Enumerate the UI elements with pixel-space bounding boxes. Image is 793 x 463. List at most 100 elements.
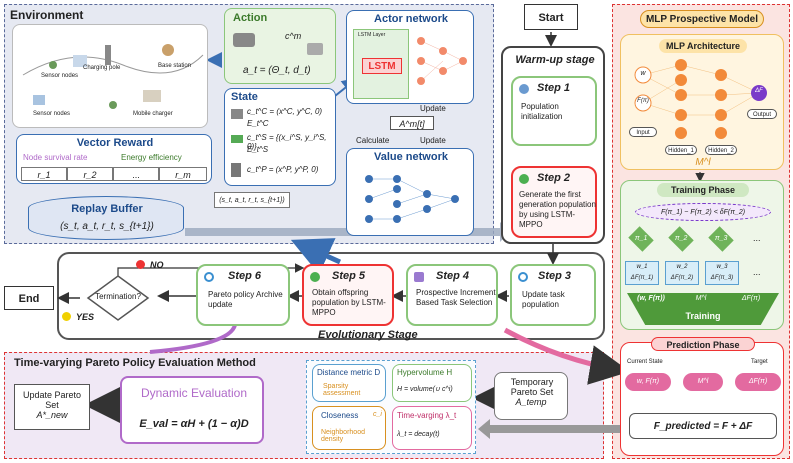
step2-box: Step 2 Generate the first generation pop… [511,166,597,238]
vector-reward-box: Vector Reward Node survival rate Energy … [16,134,212,184]
buffer-tuple: (s_t, a_t, r_t, s_{t+1}) [60,221,154,232]
pi-label: π_3 [714,234,728,242]
actor-title: Actor network [374,13,448,25]
state-row: c_t^S = {(x_i^S, y_i^S, 0)} [247,133,327,151]
diamond-shape [86,275,150,321]
gear-icon [519,84,529,94]
state-row: c_t^P = (x^P, y^P, 0) [247,165,319,174]
w-ellipsis: ... [753,267,761,277]
map-label: Sensor nodes [33,111,71,117]
yes-icon [62,312,71,321]
w-cell: w_1 ΔF(π_1) [625,261,659,285]
step5-title: Step 5 [332,270,366,282]
temp-pareto-box: Temporary Pareto Set A_temp [494,372,568,420]
hidden1-label: Hidden_1 [665,145,697,155]
pi-node: π_1 [628,226,654,252]
state-row: E_t^C [247,119,269,128]
step4-box: Step 4 Prospective Increment Based Task … [406,264,498,326]
time-varying-box: Time-varging λ_t λ_t = decay(t) [392,406,472,450]
train-flow-item: ΔF(π) [741,295,761,302]
lstm-block: LSTM [362,58,402,74]
replay-buffer: Replay Buffer (s_t, a_t, r_t, s_{t+1}) [28,196,184,240]
step4-body: Prospective Increment Based Task Selecti… [416,288,496,307]
state-row: E_t^S [247,145,269,154]
arch-title: MLP Architecture [659,39,747,53]
state-title: State [231,91,258,103]
reward-cell: ... [113,167,159,181]
tv-title: Time-varying Pareto Policy Evaluation Me… [14,357,256,369]
leaf-icon [310,272,320,282]
value-network-box: Value network [346,148,474,236]
reward-cell: r_m [159,167,207,181]
step5-box: Step 5 Obtain offspring population by LS… [302,264,394,326]
lstm-layer-label: LSTM Layer [358,32,386,38]
close-sub: Neighborhood density [321,429,365,443]
train-title: Training Phase [657,183,749,197]
network-map-icon [22,44,204,109]
step3-box: Step 3 Update task population [510,264,596,326]
environment-title: Environment [10,8,84,22]
map-label: Charging pole [83,65,121,71]
pi-label: π_1 [634,234,648,242]
hv-title: Hypervolume H [397,368,453,377]
w-cell: w_2 ΔF(π_2) [665,261,699,285]
state-box: State c_t^C = (x^C, y^C, 0) E_t^C c_t^S … [224,88,336,186]
refresh-icon [518,272,528,282]
update-label: Update [420,104,446,113]
step4-title: Step 4 [436,270,470,282]
map-label: Base station [158,63,192,69]
w-cell: w_3 ΔF(π_3) [705,261,739,285]
selection-icon [414,272,424,282]
charger-icon [233,33,255,47]
step6-body: Pareto policy Archive update [208,290,283,309]
reward-title: Vector Reward [76,137,154,149]
step6-box: Step 6 Pareto policy Archive update [196,264,290,326]
step1-box: Step 1 Population initialization [511,76,597,146]
lstm-layer: LSTM Layer LSTM [353,29,409,99]
dyn-title: Dynamic Evaluation [140,386,248,400]
pole-icon [231,163,241,177]
mlp-arch-box: MLP Architecture w F(π) ΔF Input Hidden_… [620,34,784,170]
closeness-box: Closeness c_i Neighborhood density [312,406,386,450]
step3-body: Update task population [522,290,565,309]
sensor-icon [231,135,243,143]
buffer-title: Replay Buffer [71,203,143,215]
pi-node: π_3 [708,226,734,252]
mlp-title: MLP Prospective Model [640,10,764,28]
step5-body: Obtain offspring population by LSTM-MPPO [312,288,386,317]
hv-formula: H = volume(∪ c^i) [397,386,453,393]
input-label: Input [629,127,657,137]
dist-title: Distance metric D [317,368,381,377]
output-label: Output [747,109,777,119]
pi-label: π_2 [674,234,688,242]
step6-title: Step 6 [228,270,262,282]
pred-flow-item: ΔF(π) [735,373,781,391]
node-w: w [640,70,646,77]
actor-network-box: Actor network LSTM Layer LSTM [346,10,474,104]
no-icon [136,260,145,269]
action-formula: a_t = (Θ_t, d_t) [243,65,311,76]
buffer-tag: (s_t, a_t, r_t, s_{t+1}) [214,192,290,208]
distance-box: Distance metric D Sparsity assessment [312,364,386,402]
reward-cell: r_1 [21,167,67,181]
close-title: Closeness [321,411,359,420]
pred-flow-item: M^l [683,373,723,391]
calculate-label: Calculate [356,136,390,145]
action-box: Action c^m a_t = (Θ_t, d_t) [224,8,336,84]
refresh-icon [204,272,214,282]
training-trapezoid [627,293,779,325]
charger-icon [231,109,243,119]
memory-box: A^m[t] [390,116,434,130]
update-symbol: A*_new [36,410,68,420]
step2-body: Generate the first generation population… [519,190,596,229]
no-label: NO [150,260,164,270]
step1-title: Step 1 [537,82,571,94]
termination-diamond: Termination? [86,274,150,322]
temp-title: Temporary Pareto Set [510,377,554,397]
warmup-box: Warm-up stage Step 1 Population initiali… [501,46,605,244]
train-flow-item: (w, F(π)) [637,295,665,302]
action-cm: c^m [285,31,302,41]
mlp-nn-icon [634,59,767,139]
update-pareto-box: Update Pareto Set A*_new [14,384,90,430]
train-flow-item: M^l [695,295,707,302]
